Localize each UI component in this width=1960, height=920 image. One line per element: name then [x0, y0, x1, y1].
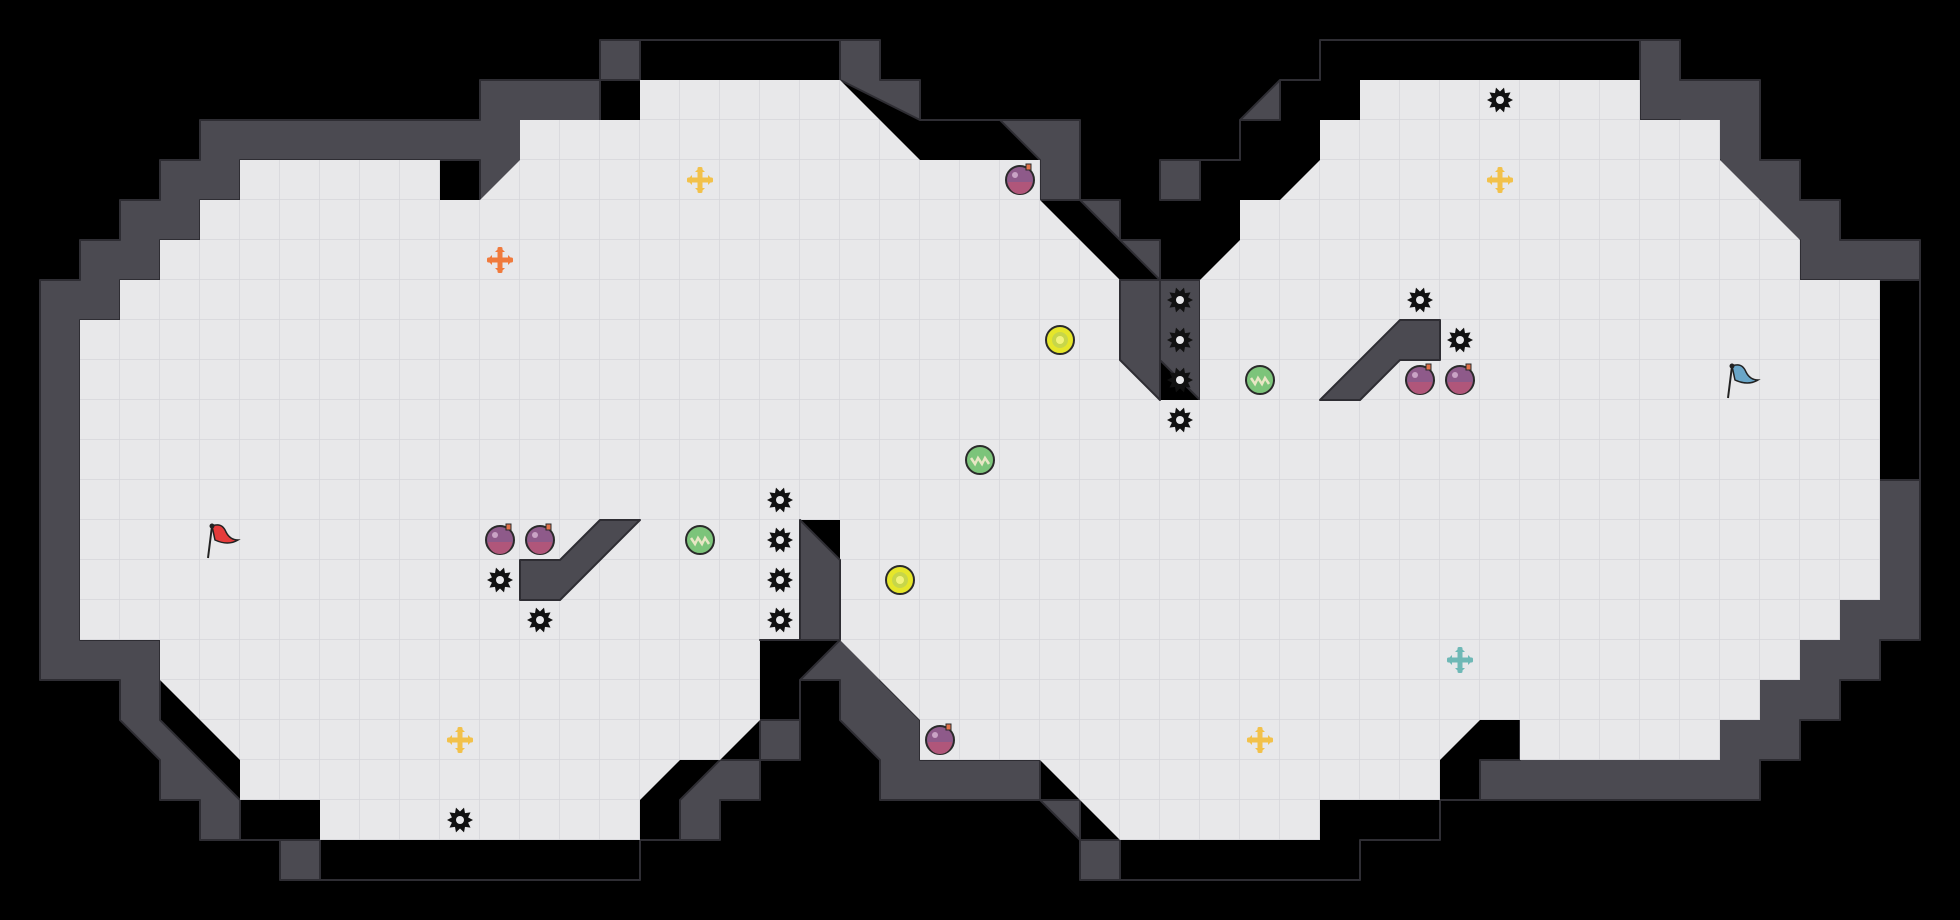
spike-icon [1167, 407, 1193, 433]
blue-flag-icon [1727, 363, 1761, 399]
spike-icon [767, 527, 793, 553]
spike-icon [447, 807, 473, 833]
spike-icon [1447, 327, 1473, 353]
red-flag-icon [207, 523, 241, 559]
potion-icon [925, 723, 955, 755]
wall-ramp-right [1319, 319, 1441, 401]
spike-icon [1167, 327, 1193, 353]
potion-icon [1405, 363, 1435, 395]
spike-icon [1407, 287, 1433, 313]
yellow-orb-icon [1045, 325, 1075, 355]
spike-icon [767, 567, 793, 593]
spike-icon [767, 607, 793, 633]
spike-icon [487, 567, 513, 593]
potion-icon [485, 523, 515, 555]
wall-ramp-left [519, 519, 641, 601]
entities-layer [207, 87, 1761, 833]
spike-icon [1487, 87, 1513, 113]
yellow-plus-icon [1487, 167, 1513, 193]
wall-pillar-lower [759, 519, 841, 641]
spike-icon [767, 487, 793, 513]
yellow-orb-icon [885, 565, 915, 595]
yellow-plus-icon [447, 727, 473, 753]
spike-icon [1167, 287, 1193, 313]
spike-icon [527, 607, 553, 633]
green-orb-icon [685, 525, 715, 555]
spike-icon [1167, 367, 1193, 393]
potion-icon [525, 523, 555, 555]
green-orb-icon [965, 445, 995, 475]
inner-walls [519, 279, 1441, 641]
yellow-plus-icon [687, 167, 713, 193]
orange-plus-icon [487, 247, 513, 273]
yellow-plus-icon [1247, 727, 1273, 753]
wall-pillar-center [1119, 279, 1161, 401]
green-orb-icon [1245, 365, 1275, 395]
potion-icon [1445, 363, 1475, 395]
potion-icon [1005, 163, 1035, 195]
teal-plus-icon [1447, 647, 1473, 673]
